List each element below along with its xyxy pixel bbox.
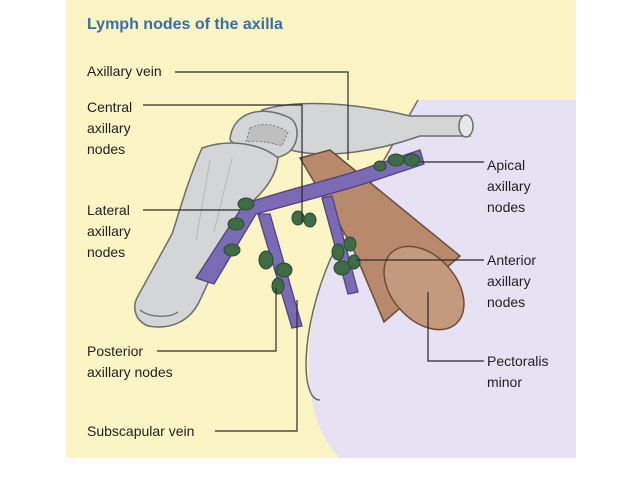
- lymph-nodes: [223, 153, 421, 295]
- label-anterior-axillary-nodes: Anterior axillary nodes: [487, 252, 537, 310]
- label-axillary-vein: Axillary vein: [87, 63, 162, 79]
- humerus: [134, 142, 279, 328]
- label-central-axillary-nodes: Central axillary nodes: [87, 99, 133, 157]
- label-lateral-axillary-nodes: Lateral axillary nodes: [87, 202, 131, 260]
- label-pectoralis-minor: Pectoralis minor: [487, 353, 549, 390]
- leader-lines: [143, 71, 484, 432]
- label-posterior-axillary-nodes: Posterior axillary nodes: [87, 343, 173, 380]
- label-subscapular-vein: Subscapular vein: [87, 423, 195, 439]
- diagram-title: Lymph nodes of the axilla: [87, 16, 283, 33]
- label-apical-axillary-nodes: Apical axillary nodes: [487, 157, 531, 215]
